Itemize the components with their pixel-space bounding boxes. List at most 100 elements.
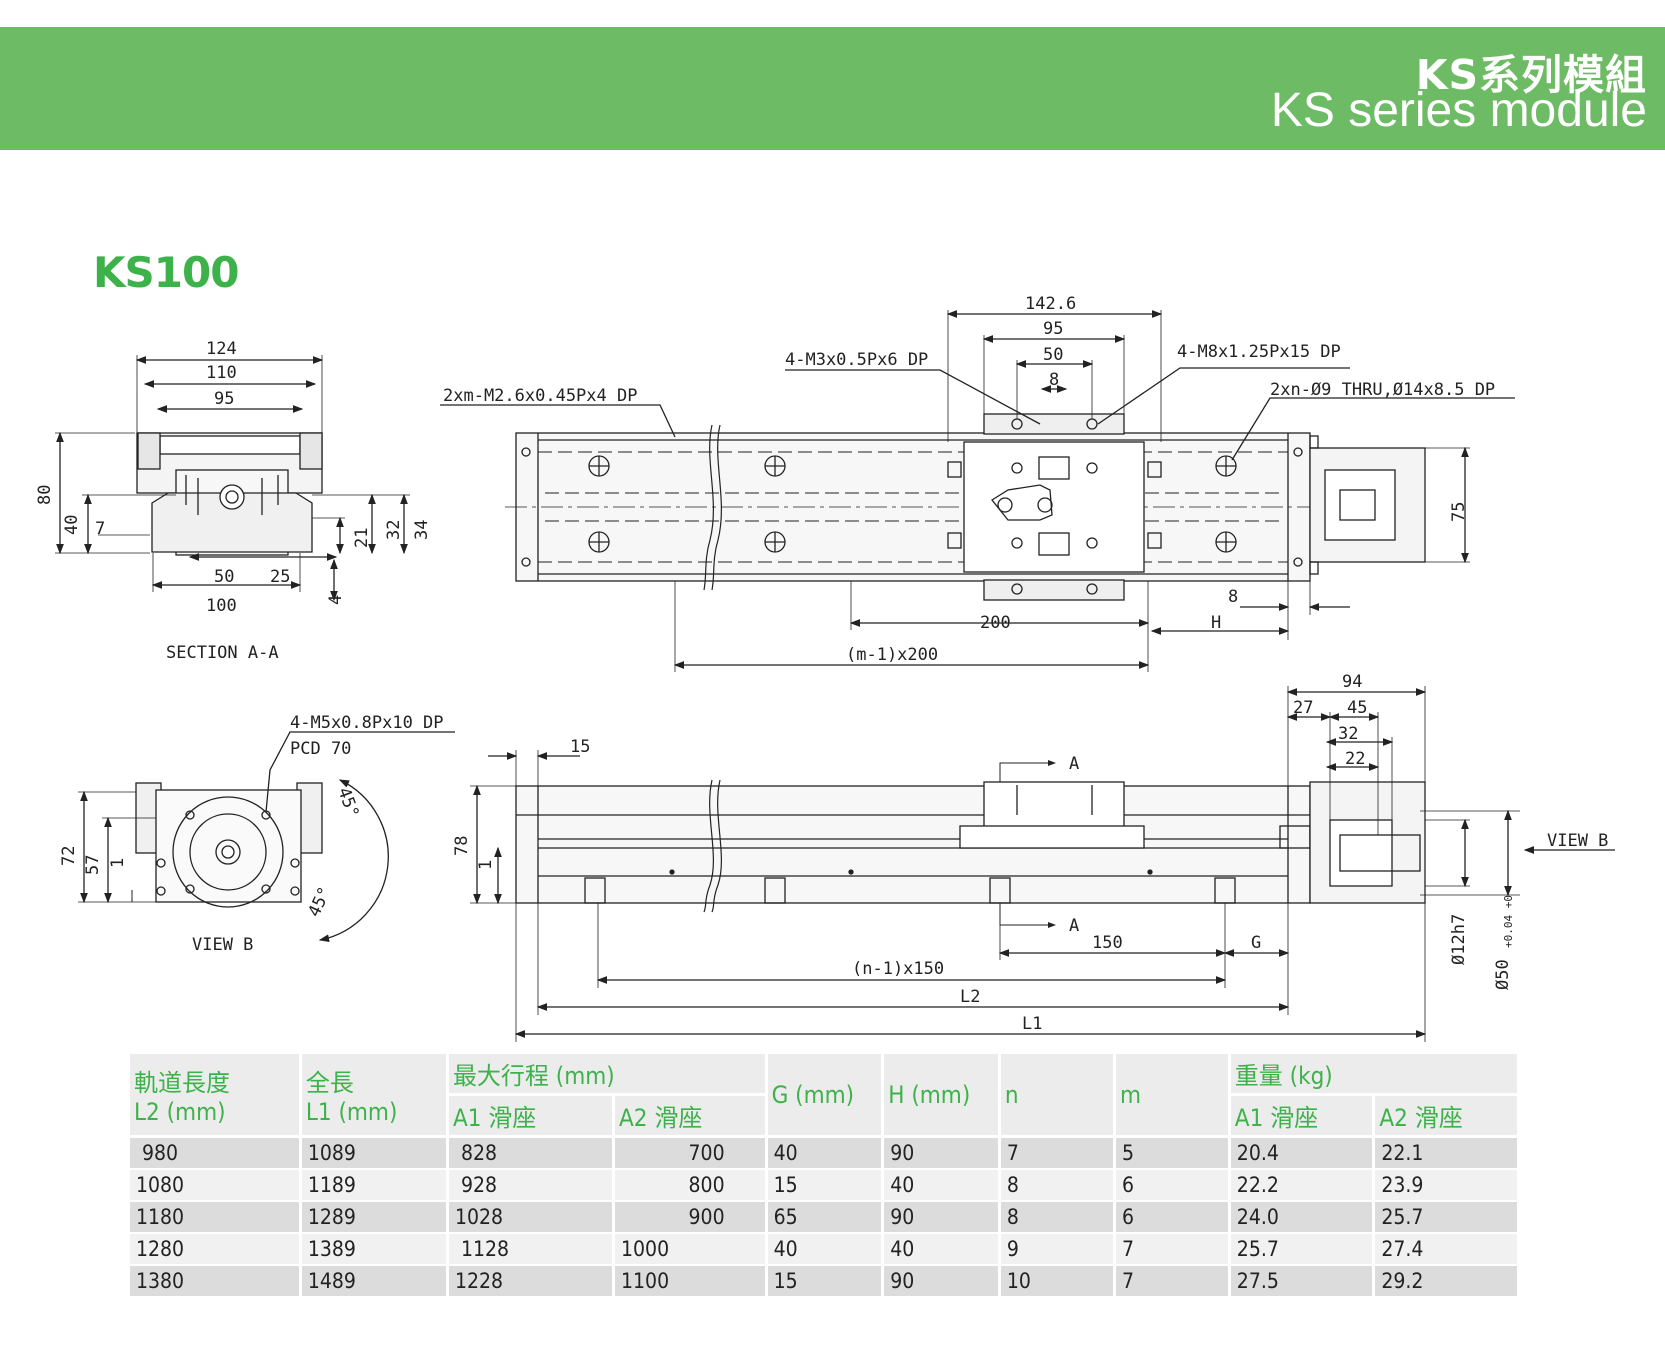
cell-weight-a1: 22.2 bbox=[1227, 1168, 1376, 1202]
side-dim-50-tol: +0.04 +0 bbox=[1502, 895, 1515, 948]
viewb-dim-72: 72 bbox=[59, 846, 79, 866]
side-dim-n: (n-1)x150 bbox=[852, 959, 944, 979]
cell-m: 6 bbox=[1112, 1168, 1231, 1202]
cell-stroke-a2: 900 bbox=[612, 1200, 768, 1234]
cell-weight-a2: 29.2 bbox=[1372, 1264, 1520, 1298]
sec-dim-50: 50 bbox=[214, 567, 234, 587]
cell-rail: 1380 bbox=[127, 1264, 302, 1298]
cell-rail: 1180 bbox=[127, 1200, 302, 1234]
cell-h: 40 bbox=[881, 1232, 1001, 1266]
th-length-zh: 全長 bbox=[305, 1069, 354, 1097]
sec-dim-100: 100 bbox=[206, 596, 237, 616]
cell-m: 5 bbox=[1112, 1135, 1231, 1170]
side-dim-g: G bbox=[1251, 933, 1261, 953]
cell-g: 40 bbox=[764, 1232, 885, 1266]
sec-dim-25: 25 bbox=[270, 567, 290, 587]
viewb-angle-1: 45° bbox=[333, 785, 362, 821]
th-length-unit: L1 (mm) bbox=[305, 1098, 398, 1126]
cell-g: 40 bbox=[764, 1135, 885, 1170]
cell-stroke-a1: 1028 bbox=[445, 1200, 616, 1234]
cell-weight-a1: 20.4 bbox=[1227, 1135, 1376, 1170]
top-dim-m: (m-1)x200 bbox=[846, 645, 938, 665]
sec-dim-80: 80 bbox=[35, 485, 55, 505]
viewb-dim-57: 57 bbox=[83, 855, 103, 875]
cell-g: 15 bbox=[764, 1168, 885, 1202]
cell-n: 10 bbox=[997, 1264, 1116, 1298]
cell-h: 90 bbox=[881, 1264, 1001, 1298]
cell-weight-a1: 27.5 bbox=[1227, 1264, 1376, 1298]
cell-weight-a1: 25.7 bbox=[1227, 1232, 1376, 1266]
callout-m26: 2xm-M2.6x0.45Px4 DP bbox=[443, 386, 637, 406]
side-dim-78: 78 bbox=[452, 836, 472, 856]
th-stroke: 最大行程 (mm) bbox=[445, 1051, 768, 1096]
sec-dim-110: 110 bbox=[206, 363, 237, 383]
cell-rail: 1280 bbox=[127, 1232, 302, 1266]
cell-stroke-a1: 928 bbox=[445, 1168, 616, 1202]
th-m: m bbox=[1112, 1051, 1231, 1138]
side-dim-32: 32 bbox=[1338, 724, 1358, 744]
callout-thru: 2xn-Ø9 THRU,Ø14x8.5 DP bbox=[1270, 380, 1495, 400]
top-dim-200: 200 bbox=[980, 613, 1011, 633]
header-title-en: KS series module bbox=[1270, 84, 1647, 137]
section-marker-a-top: A bbox=[1069, 754, 1079, 774]
cell-m: 7 bbox=[1112, 1264, 1231, 1298]
side-dim-l2: L2 bbox=[960, 987, 980, 1007]
table-row: 980 1089 828 700 40 90 7 5 20.4 22.1 bbox=[127, 1135, 1520, 1170]
side-view-drawing bbox=[470, 686, 1615, 1042]
section-marker-a-bottom: A bbox=[1069, 916, 1079, 936]
side-dim-50: Ø50 bbox=[1493, 959, 1513, 990]
sec-dim-32: 32 bbox=[384, 520, 404, 540]
cell-length: 1389 bbox=[298, 1232, 449, 1266]
cell-m: 7 bbox=[1112, 1232, 1231, 1266]
cell-h: 90 bbox=[881, 1135, 1001, 1170]
cell-length: 1289 bbox=[298, 1200, 449, 1234]
cell-h: 90 bbox=[881, 1200, 1001, 1234]
side-dim-1: 1 bbox=[476, 860, 496, 870]
header-banner: KS系列模組 KS series module bbox=[0, 27, 1665, 150]
top-dim-1426: 142.6 bbox=[1025, 294, 1076, 314]
top-view-drawing bbox=[440, 310, 1515, 672]
sec-dim-124: 124 bbox=[206, 339, 237, 359]
view-b-caption: VIEW B bbox=[192, 935, 253, 955]
cell-stroke-a2: 1000 bbox=[612, 1232, 768, 1266]
table-row: 1080 1189 928 800 15 40 8 6 22.2 23.9 bbox=[127, 1168, 1520, 1202]
viewb-angle-2: 45° bbox=[304, 884, 335, 920]
th-weight-a2: A2 滑座 bbox=[1372, 1093, 1520, 1138]
cell-weight-a1: 24.0 bbox=[1227, 1200, 1376, 1234]
th-weight-a1: A1 滑座 bbox=[1227, 1093, 1376, 1138]
cell-stroke-a1: 1228 bbox=[445, 1264, 616, 1298]
cell-stroke-a1: 828 bbox=[445, 1135, 616, 1170]
cell-length: 1489 bbox=[298, 1264, 449, 1298]
cell-weight-a2: 25.7 bbox=[1372, 1200, 1520, 1234]
viewb-dim-1: 1 bbox=[108, 858, 128, 868]
callout-m5: 4-M5x0.8Px10 DP bbox=[290, 713, 444, 733]
table-row: 1380 1489 1228 1100 15 90 10 7 27.5 29.2 bbox=[127, 1264, 1520, 1298]
th-g: G (mm) bbox=[764, 1051, 885, 1138]
side-dim-15: 15 bbox=[570, 737, 590, 757]
cell-m: 6 bbox=[1112, 1200, 1231, 1234]
cell-rail: 980 bbox=[127, 1135, 302, 1170]
th-rail-zh: 軌道長度 bbox=[134, 1069, 230, 1097]
side-dim-94: 94 bbox=[1342, 672, 1362, 692]
sec-dim-95: 95 bbox=[214, 389, 234, 409]
cell-stroke-a2: 700 bbox=[612, 1135, 768, 1170]
cell-weight-a2: 27.4 bbox=[1372, 1232, 1520, 1266]
cell-length: 1089 bbox=[298, 1135, 449, 1170]
th-n: n bbox=[997, 1051, 1116, 1138]
side-dim-45: 45 bbox=[1347, 698, 1367, 718]
cell-stroke-a1: 1128 bbox=[445, 1232, 616, 1266]
top-dim-8: 8 bbox=[1049, 370, 1059, 390]
top-dim-h: H bbox=[1211, 613, 1221, 633]
th-rail-unit: L2 (mm) bbox=[134, 1098, 226, 1126]
section-aa-drawing bbox=[55, 355, 410, 602]
cell-weight-a2: 23.9 bbox=[1372, 1168, 1520, 1202]
header-title-zh: KS系列模組 bbox=[1415, 51, 1647, 99]
cell-n: 8 bbox=[997, 1168, 1116, 1202]
section-aa-caption: SECTION A-A bbox=[166, 643, 279, 663]
view-b-drawing bbox=[78, 731, 455, 943]
cell-stroke-a2: 800 bbox=[612, 1168, 768, 1202]
callout-pcd: PCD 70 bbox=[290, 739, 351, 759]
th-rail: 軌道長度 L2 (mm) bbox=[127, 1051, 302, 1138]
cell-n: 9 bbox=[997, 1232, 1116, 1266]
